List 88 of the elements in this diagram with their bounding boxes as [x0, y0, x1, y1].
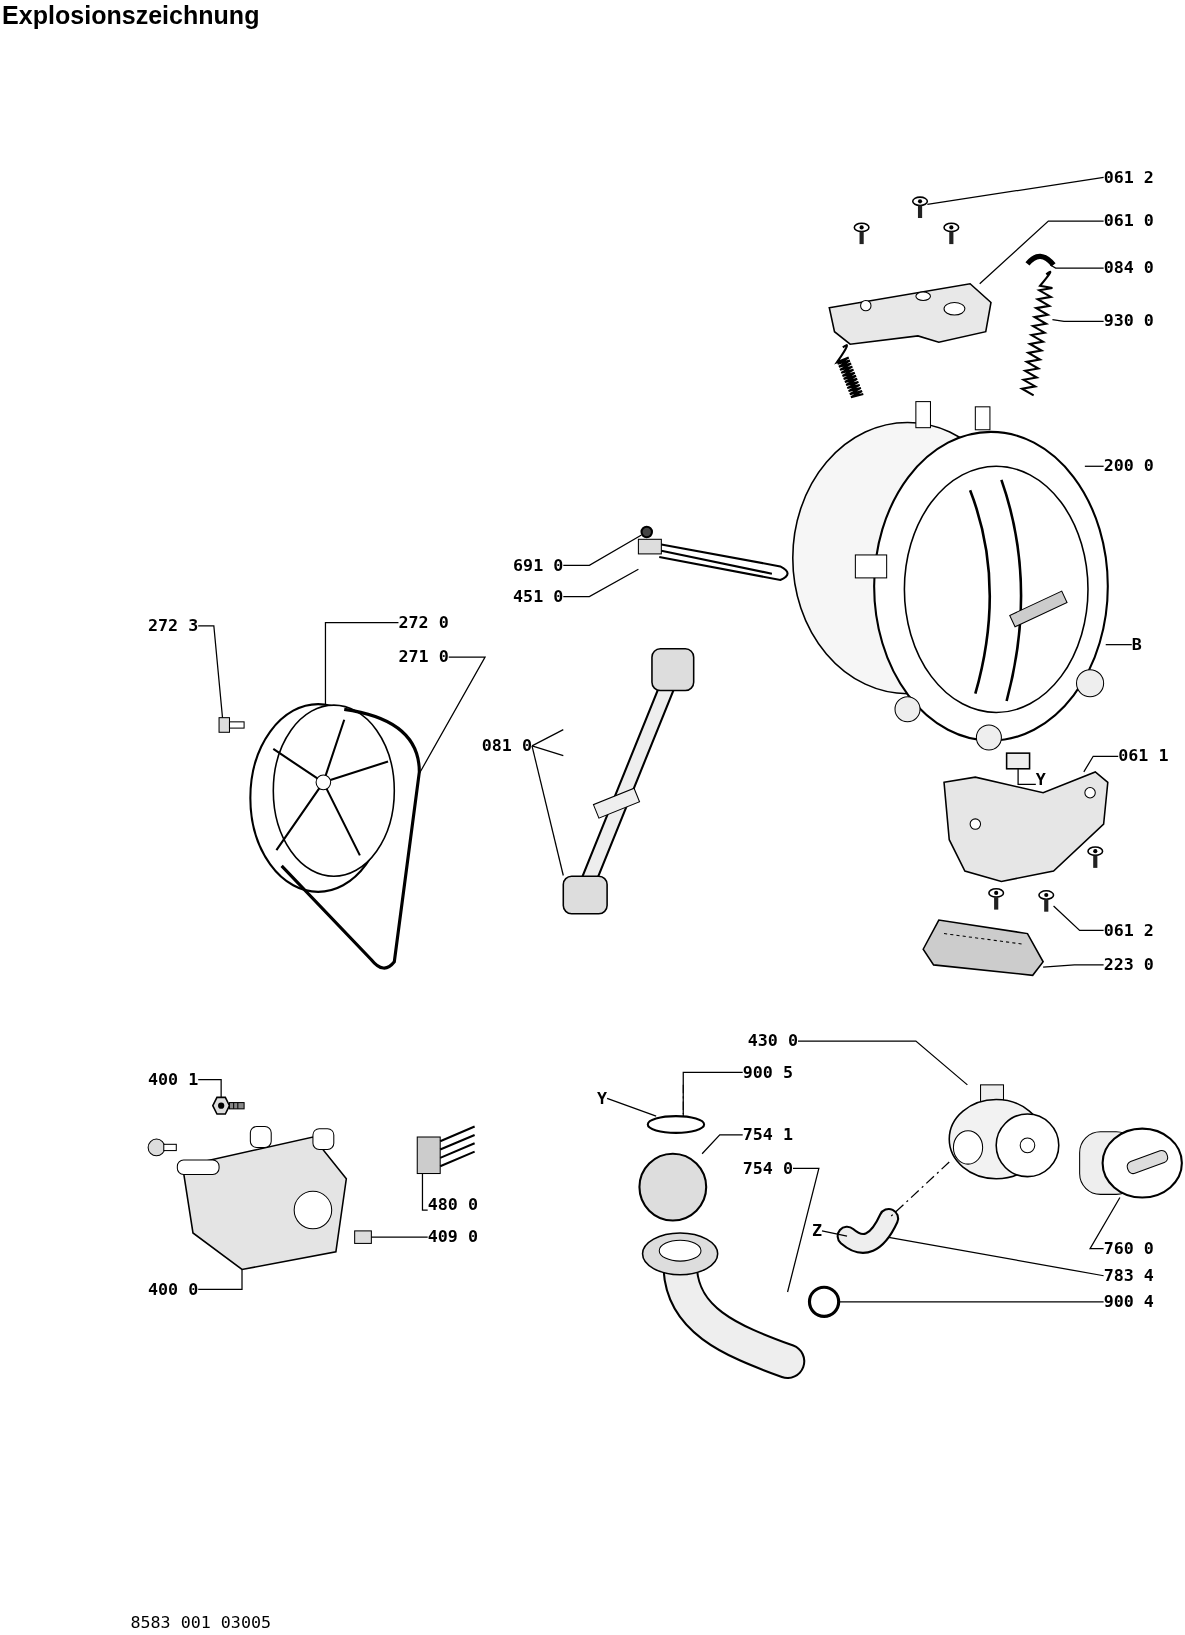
leader-line	[838, 1301, 1105, 1303]
callout-number: 783 4	[1103, 1267, 1154, 1285]
counterweight-drawing	[943, 771, 1109, 883]
callout-number: 400 0	[147, 1280, 199, 1298]
callout-number: 900 4	[1103, 1293, 1154, 1311]
callout-number: 760 0	[1103, 1240, 1154, 1257]
leader-line	[531, 729, 564, 747]
assembly-line	[888, 1161, 950, 1219]
leader-line	[562, 568, 640, 598]
leader-line	[979, 220, 1105, 285]
hose-clamp-drawing	[807, 1285, 841, 1318]
mounting-plate-drawing	[828, 282, 992, 346]
callout-letter: Y	[597, 1090, 608, 1107]
pump-drawing	[948, 1084, 1060, 1180]
callout-number: 081 0	[481, 737, 532, 755]
leader-line	[786, 1167, 820, 1293]
leader-line	[1084, 465, 1105, 467]
leader-line	[1049, 264, 1105, 269]
page-title: Explosionszeichnung	[2, 2, 260, 30]
clip-drawing	[1025, 253, 1056, 267]
leader-line	[1051, 318, 1105, 322]
leader-line	[1089, 1196, 1121, 1250]
leader-line	[197, 625, 224, 719]
callout-number: 430 0	[747, 1032, 798, 1050]
leader-line	[531, 745, 564, 877]
leader-line	[1017, 768, 1037, 786]
leader-line	[926, 176, 1105, 205]
callout-number: 754 1	[742, 1126, 793, 1144]
hose-drawing	[836, 1207, 900, 1254]
leader-line	[606, 1097, 657, 1117]
callout-number: 084 0	[1103, 259, 1154, 277]
callout-number: 930 0	[1103, 312, 1154, 330]
screw-drawing	[211, 1096, 245, 1115]
leader-line	[701, 1134, 744, 1155]
spring-drawing	[1021, 271, 1054, 397]
pulley-drawing	[249, 703, 396, 893]
leader-line	[1042, 964, 1105, 968]
leader-line	[1083, 755, 1119, 773]
clamp-ring-drawing	[646, 1115, 706, 1134]
callout-letter: B	[1131, 636, 1142, 653]
leader-line	[197, 1268, 243, 1290]
leader-line	[197, 1079, 222, 1098]
filter-drawing	[1079, 1127, 1183, 1199]
callout-number: 200 0	[1103, 457, 1154, 475]
carbon-brush-drawing	[354, 1230, 372, 1244]
leader-line	[421, 1172, 429, 1211]
leader-line	[1105, 644, 1133, 646]
screw-drawing	[911, 196, 929, 218]
callout-number: 400 1	[147, 1071, 199, 1088]
leader-line	[324, 622, 400, 705]
belt-drawing	[280, 707, 421, 970]
outlet-drawing	[1005, 752, 1031, 770]
leader-line	[370, 1236, 429, 1238]
motor-drawing	[176, 1126, 348, 1271]
callout-number: 691 0	[513, 557, 564, 574]
callout-number: 061 0	[1103, 212, 1154, 230]
leader-line	[682, 1071, 744, 1117]
leader-line	[531, 745, 564, 757]
sump-hose-drawing	[641, 1232, 806, 1379]
bolt-drawing	[218, 717, 245, 733]
leader-line	[821, 1230, 848, 1237]
heater-element-drawing	[637, 538, 789, 582]
leader-line	[562, 534, 643, 566]
handle-drawing	[922, 919, 1045, 977]
callout-number: 061 1	[1118, 747, 1169, 765]
leader-line	[888, 1236, 1105, 1277]
callout-number: 271 0	[398, 648, 449, 666]
callout-number: 480 0	[427, 1196, 478, 1214]
leader-line	[418, 656, 487, 775]
leader-line	[1052, 905, 1105, 932]
screw-drawing	[1038, 890, 1055, 912]
callout-number: 754 0	[742, 1159, 793, 1177]
nut-drawing	[640, 525, 653, 539]
callout-number: 061 2	[1103, 169, 1154, 186]
callout-number: 272 3	[147, 617, 199, 635]
callout-number: 061 2	[1103, 922, 1154, 939]
callout-number: 409 0	[427, 1228, 478, 1246]
leader-line	[797, 1040, 969, 1086]
connector-drawing	[416, 1125, 476, 1175]
shock-absorber-drawing	[562, 648, 695, 915]
callout-number: 900 5	[742, 1064, 793, 1081]
callout-letter: Y	[1035, 771, 1046, 789]
callout-number: 272 0	[398, 614, 449, 632]
float-ball-drawing	[638, 1152, 708, 1222]
callout-number: 451 0	[513, 588, 564, 605]
callout-letter: Z	[811, 1222, 822, 1240]
callout-number: 223 0	[1103, 956, 1154, 974]
drawing-number: 8583 001 03005	[130, 1614, 272, 1632]
